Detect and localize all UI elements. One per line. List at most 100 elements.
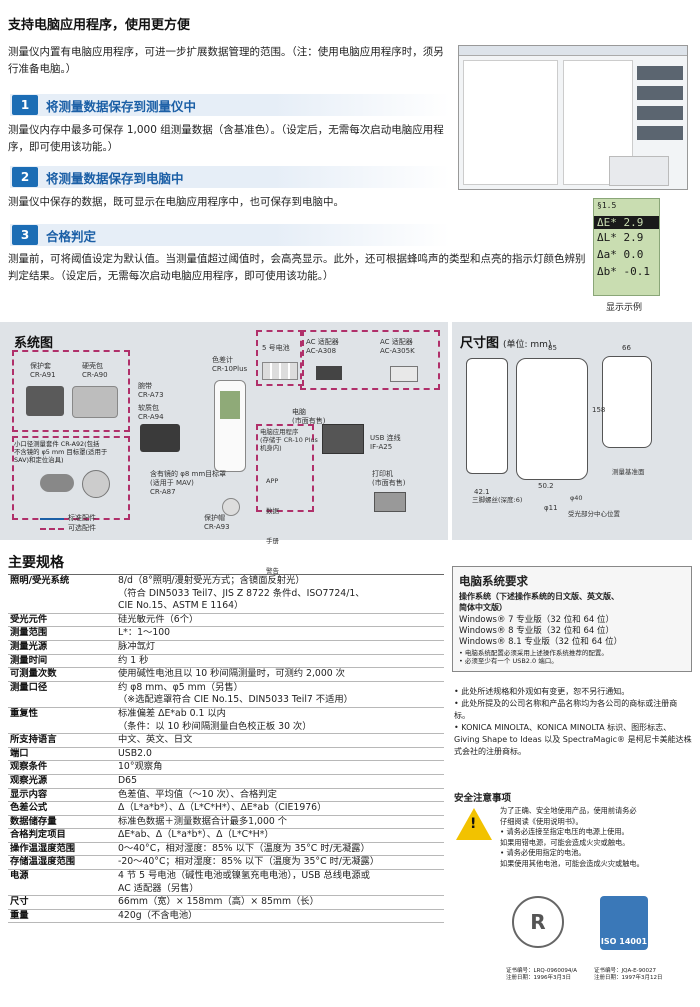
target-group [12, 436, 130, 520]
spec-value: 66mm（宽）× 158mm（高）× 85mm（长） [116, 895, 444, 910]
specs-title: 主要规格 [8, 555, 64, 571]
display-example: §1.5 ΔE* 2.9 ΔL* 2.9 Δa* 0.0 Δb* -0.1 [593, 198, 660, 296]
section-2-body: 测量仪中保存的数据，既可显示在电脑应用程序中，也可保存到电脑中。 [8, 196, 344, 208]
spec-row: 测量口径约 φ8 mm、φ5 mm（另售） （※选配遮罩符合 CIE No.15… [8, 681, 444, 708]
label-batt: 5 号电池 [262, 344, 290, 352]
safety-line-1: 为了正确、安全地使用产品，使用前请务必 [500, 806, 637, 815]
spec-row: 可测量次数使用碱性电池且以 10 秒间隔测量时，可测约 2,000 次 [8, 667, 444, 682]
spec-key: 测量范围 [8, 626, 116, 641]
section-3-body: 测量前，可将阈值设定为默认值。当测量值超过阈值时，会高亮显示。此外，还可根据蜂鸣… [8, 253, 586, 282]
spec-value: USB2.0 [116, 747, 444, 762]
spec-value: 标准偏差 ΔE*ab 0.1 以内 （条件：以 10 秒间隔测量白色校正板 30… [116, 707, 444, 735]
spec-value: 420g（不含电池） [116, 909, 444, 924]
safety-line-4: 如果用错电源，可能会造成火灾或触电。 [500, 837, 630, 847]
case-image [72, 386, 118, 418]
dim-a: 42.1 [474, 488, 490, 496]
os-win7: Windows® 7 专业版（32 位和 64 位） [459, 615, 614, 625]
dim-tripod: 三脚螺丝(深度:6) [472, 496, 523, 504]
legend-std: 标准配件 [68, 514, 96, 522]
warning-mark: ! [470, 816, 477, 832]
jig-image [82, 470, 110, 498]
spec-key: 端口 [8, 747, 116, 762]
target-image [40, 474, 74, 492]
section-2-header: 2 将测量数据保存到电脑中 [0, 166, 184, 188]
spec-value: Δ（L*a*b*）、Δ（L*C*H*）、ΔE*ab（CIE1976） [116, 801, 444, 816]
spec-key: 色差公式 [8, 801, 116, 816]
side-view [466, 358, 508, 474]
spec-key: 重量 [8, 909, 116, 924]
dim-c: φ11 [544, 504, 558, 512]
display-top: §1.5 [597, 201, 617, 210]
spec-value: 脉冲氙灯 [116, 640, 444, 655]
spec-key: 合格判定项目 [8, 828, 116, 843]
software-files: APP 数据 手册 警告 [266, 456, 279, 586]
spec-value: 色差值、平均值（～10 次）、合格判定 [116, 788, 444, 803]
section-1-header: 1 将测量数据保存到测量仪中 [0, 94, 196, 116]
spec-value: 8/d（8°照明/漫射受光方式；含镜面反射光） （符合 DIN5033 Teil… [116, 575, 444, 614]
spec-value: L*：1～100 [116, 626, 444, 641]
battery-group [256, 330, 304, 386]
note-1: • 此处所述规格和外观如有变更，恕不另行通知。 [454, 687, 630, 696]
spec-key: 数据储存量 [8, 815, 116, 830]
dim-w: 85 [548, 344, 557, 352]
dim-h: 158 [592, 406, 606, 414]
spec-value: 约 1 秒 [116, 654, 444, 669]
spec-row: 测量光源脉冲氙灯 [8, 640, 444, 655]
printer-image [374, 492, 406, 512]
section-3-number: 3 [12, 225, 38, 245]
file-app: APP [266, 477, 279, 485]
spec-row: 显示内容色差值、平均值（～10 次）、合格判定 [8, 788, 444, 803]
label-pc: 电脑 (市面有售) [292, 408, 326, 425]
pc-image [322, 424, 364, 454]
iso-logo-icon: ISO 14001 [600, 896, 648, 950]
spec-key: 显示内容 [8, 788, 116, 803]
note-2: • 此处所提及的公司名称和产品名称均为各公司的商标或注册商标。 [454, 699, 678, 720]
spec-key: 存储温湿度范围 [8, 855, 116, 871]
spec-value: ΔE*ab、Δ（L*a*b*）、Δ（L*C*H*） [116, 828, 444, 843]
section-3-title: 合格判定 [46, 228, 97, 244]
label-ac2: AC 适配器 AC-A305K [380, 338, 415, 355]
spec-key: 可测量次数 [8, 667, 116, 682]
display-caption: 显示示例 [606, 303, 643, 313]
spec-row: 数据储存量标准色数据＋测量数据合计最多1,000 个 [8, 815, 444, 830]
safety-text: 为了正确、安全地使用产品，使用前请务必 仔细阅读《使用说明书》。 • 请务必连接… [500, 806, 692, 869]
dim-meas: 受光部分中心位置 [568, 510, 620, 518]
spec-value: 0～40°C，相对湿度：85% 以下（温度为 35°C 时/无凝露） [116, 842, 444, 857]
page-title: 支持电脑应用程序，使用更方便 [8, 18, 191, 33]
spec-key: 观察条件 [8, 760, 116, 775]
label-usb: USB 连线 IF-A25 [370, 434, 401, 451]
os-win81: Windows® 8.1 专业版（32 位和 64 位） [459, 637, 623, 647]
display-row-dl: ΔL* 2.9 [597, 231, 644, 244]
pc-os-title: 操作系统（下述操作系统的日文版、英文版、 简体中文版） [459, 592, 619, 612]
front-view [516, 358, 588, 480]
spec-value: 使用碱性电池且以 10 秒间隔测量时，可测约 2,000 次 [116, 667, 444, 682]
ac2-image [390, 366, 418, 382]
spec-row: 重复性标准偏差 ΔE*ab 0.1 以内 （条件：以 10 秒间隔测量白色校正板… [8, 707, 444, 735]
note-3: • KONICA MINOLTA、KONICA MINOLTA 标识、图形标志、… [454, 723, 692, 756]
pc-note-1: • 电脑系统配置必须采用上述操作系统推荐的配置。 [459, 649, 608, 657]
legend-std-line [40, 518, 64, 520]
dim-center: 测量基准面 [612, 468, 645, 476]
label-soft: 软质包 CR-A94 [138, 404, 164, 421]
spec-value: 硅光敏元件（6个） [116, 613, 444, 628]
cover-image [222, 498, 240, 516]
label-case: 硬壳包 CR-A90 [82, 362, 108, 379]
legend-opt-line [40, 528, 64, 530]
file-data: 数据 [266, 507, 279, 515]
back-view [602, 356, 652, 448]
section-2-number: 2 [12, 167, 38, 187]
section-1-title: 将测量数据保存到测量仪中 [46, 98, 197, 114]
safety-line-6: 如果使用其他电池，可能会造成火灾或触电。 [500, 858, 644, 868]
cap-case-group [12, 350, 130, 432]
ac-group [300, 330, 440, 390]
warning-icon [456, 808, 492, 840]
safety-title: 安全注意事项 [454, 793, 512, 804]
